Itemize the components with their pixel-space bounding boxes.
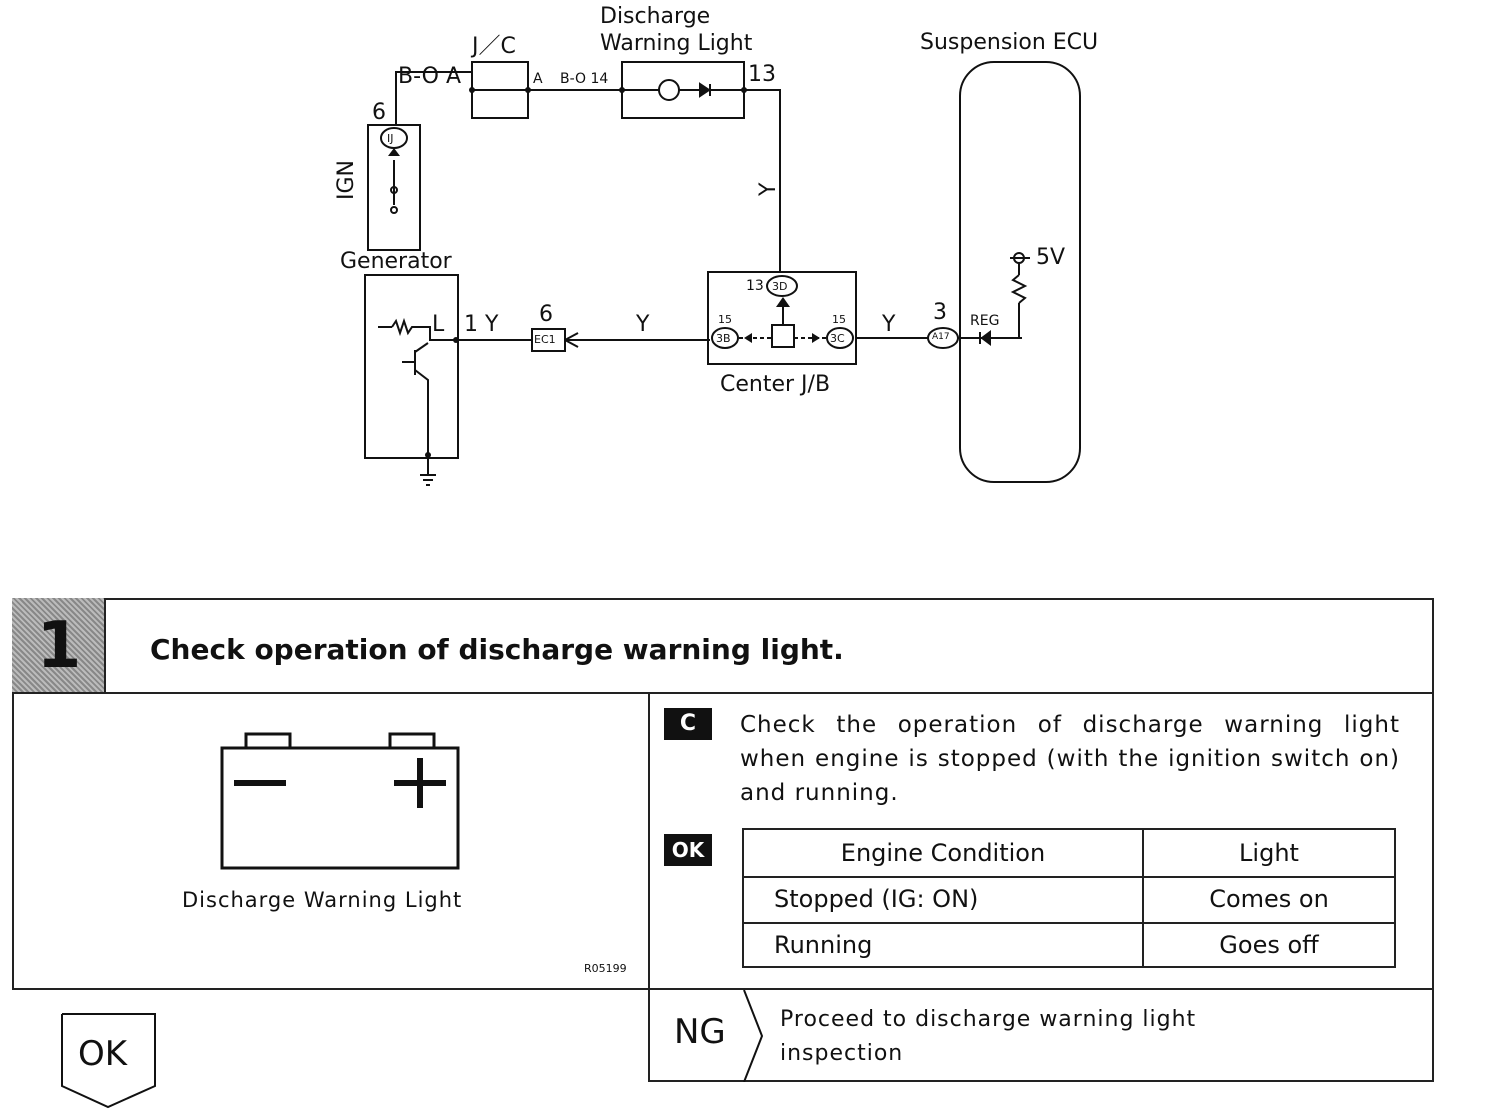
table-header-row: Engine Condition Light <box>744 830 1394 876</box>
a-right-label: A <box>533 71 543 87</box>
table-row: Running Goes off <box>744 922 1394 968</box>
table-column-divider <box>1142 830 1144 966</box>
j3d-label: 3D <box>772 280 788 293</box>
y-vertical-label: Y <box>756 182 781 196</box>
center-jb-label: Center J/B <box>720 372 831 397</box>
five-volt-label: 5V <box>1036 245 1066 270</box>
ign-label: IGN <box>334 160 359 200</box>
suspension-ecu-label: Suspension ECU <box>920 30 1099 55</box>
pin13-jb-label: 13 <box>746 278 764 294</box>
table-header-cell: Light <box>1239 839 1299 867</box>
table-cell: Stopped (IG: ON) <box>774 885 979 913</box>
ng-label: NG <box>674 1012 726 1052</box>
reg-label: REG <box>970 313 1000 329</box>
generator-label: Generator <box>340 249 452 274</box>
l-terminal-label: L <box>432 312 445 337</box>
check-instruction: Check the operation of discharge warning… <box>740 712 1400 806</box>
j3b-label: 3B <box>716 332 731 345</box>
ok-next-label: OK <box>78 1034 128 1074</box>
y-right-label: Y <box>882 312 896 337</box>
table-row-divider <box>744 922 1394 924</box>
step-column-divider <box>648 692 650 990</box>
result-table: Engine Condition Light Stopped (IG: ON) … <box>742 828 1396 968</box>
table-row: Stopped (IG: ON) Comes on <box>744 876 1394 922</box>
table-row-divider <box>744 876 1394 878</box>
step-title: Check operation of discharge warning lig… <box>150 633 844 666</box>
battery-icon <box>220 732 460 870</box>
ec1-connector-label: EC1 <box>534 333 556 346</box>
ng-box <box>648 990 1434 1082</box>
figure-caption: Discharge Warning Light <box>182 888 463 912</box>
step-number: 1 <box>36 609 82 683</box>
jc-label: J／C <box>472 34 516 59</box>
ng-instruction-line: Proceed to discharge warning light <box>780 1007 1197 1032</box>
ng-instruction: Proceed to discharge warning light inspe… <box>780 1003 1196 1071</box>
ij-label: IJ <box>387 132 394 145</box>
discharge-warning-light-label-line2: Warning Light <box>600 31 753 56</box>
a17-connector-label: A17 <box>932 332 950 342</box>
bo14-label: B-O 14 <box>560 71 609 87</box>
table-cell: Comes on <box>1209 885 1329 913</box>
y-mid-label: Y <box>636 312 650 337</box>
step-box <box>12 598 1434 990</box>
step-header-divider <box>12 692 1434 694</box>
pin15-left-label: 15 <box>718 313 732 326</box>
ok-badge: OK <box>664 834 712 866</box>
table-cell: Running <box>774 931 873 959</box>
one-y-label: 1 Y <box>464 312 499 337</box>
check-badge: C <box>664 708 712 740</box>
ec1-pin6-label: 6 <box>539 302 553 327</box>
wiring-diagram <box>364 61 1081 486</box>
figure-code: R05199 <box>584 962 627 975</box>
discharge-warning-light-label: Discharge <box>600 4 711 29</box>
a17-pin3-label: 3 <box>933 300 947 325</box>
pin6-label: 6 <box>372 100 386 125</box>
ok-next-arrow-icon <box>61 1013 156 1109</box>
table-header-cell: Engine Condition <box>840 839 1046 867</box>
ng-chevron-icon <box>743 990 764 1082</box>
j3c-label: 3C <box>830 332 845 345</box>
ng-instruction-line: inspection <box>780 1041 904 1066</box>
pin13-top-label: 13 <box>748 62 776 87</box>
table-cell: Goes off <box>1219 931 1319 959</box>
step-number-block: 1 <box>12 598 106 694</box>
pin15-right-label: 15 <box>832 313 846 326</box>
bo-a-label: B-O A <box>398 64 462 89</box>
